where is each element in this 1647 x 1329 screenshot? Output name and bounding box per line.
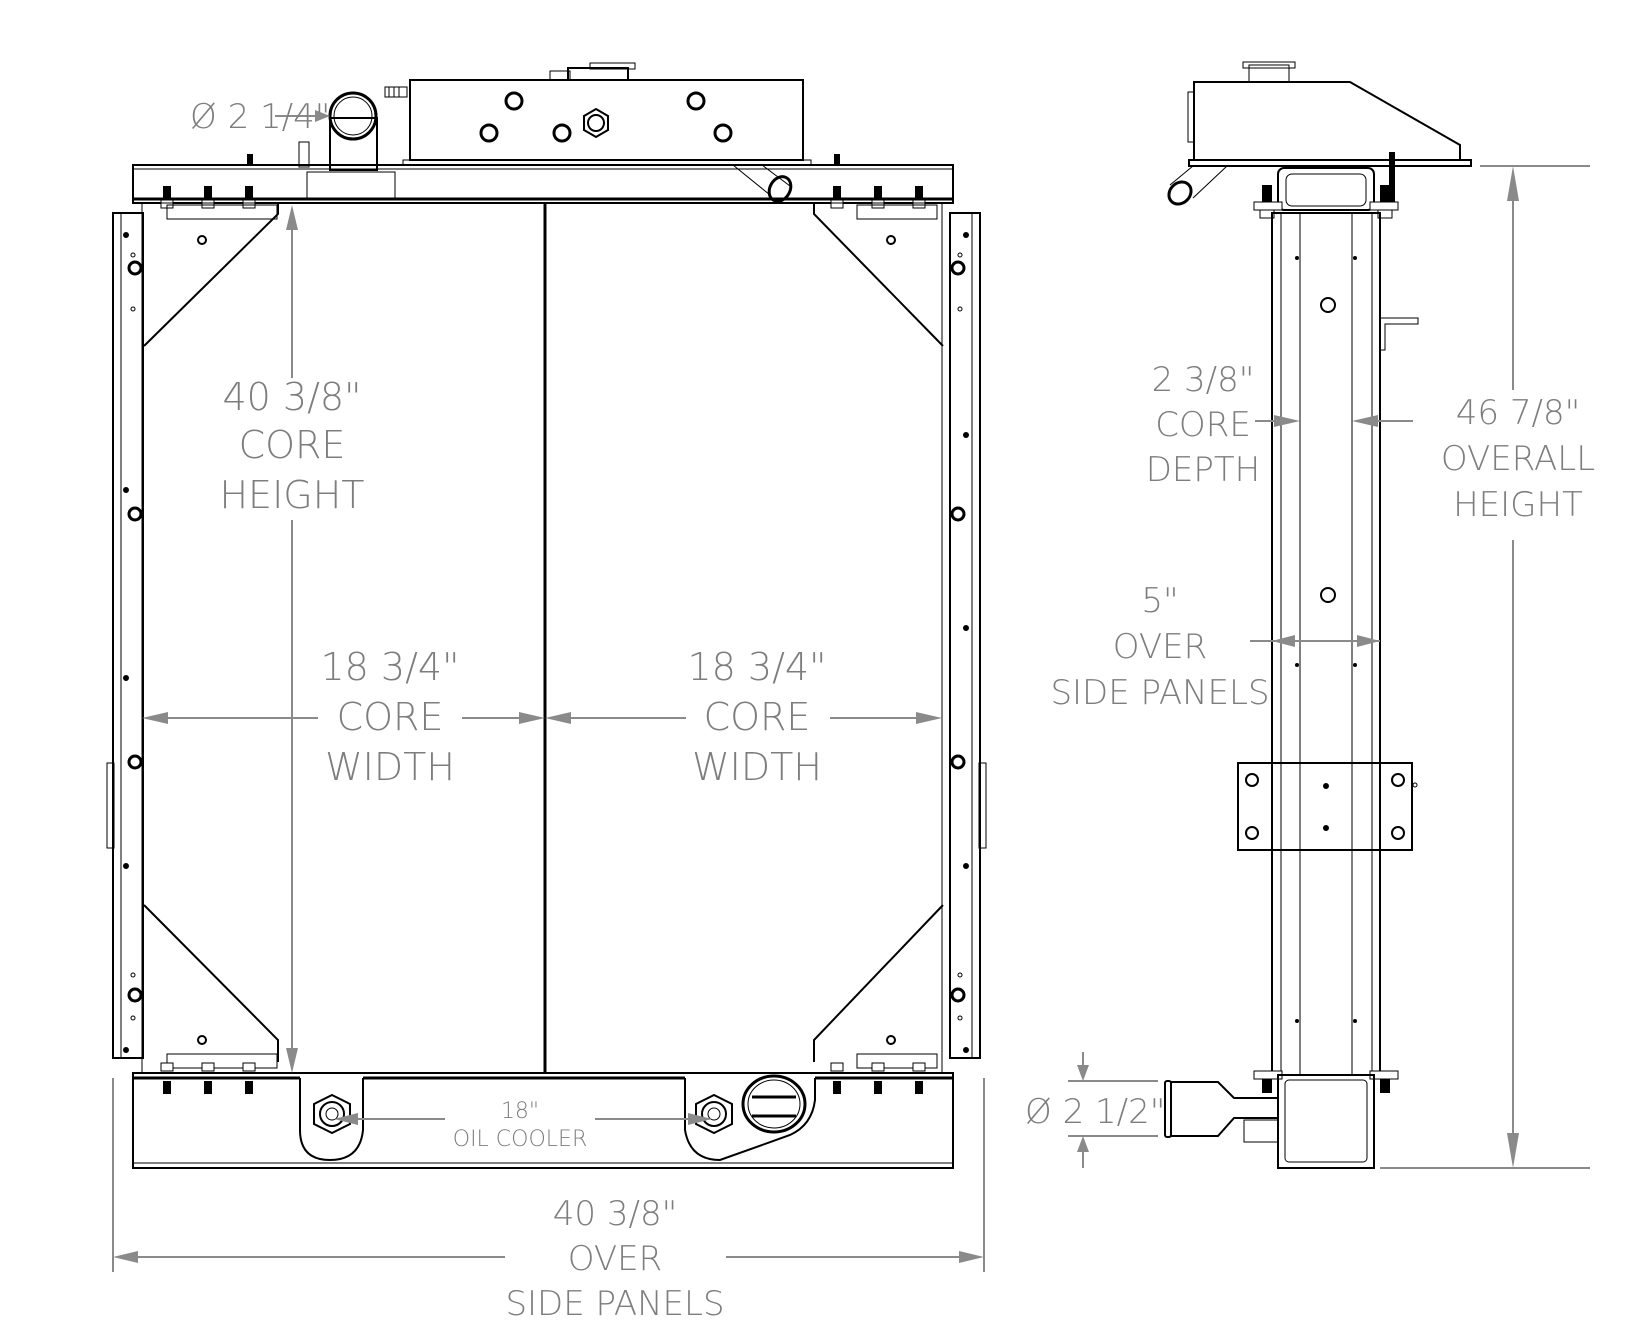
overall-height-dimension xyxy=(1380,165,1590,1169)
inlet-diameter-label: Ø 2 1/4" xyxy=(190,97,330,137)
core-depth-line2: DEPTH xyxy=(1146,450,1261,490)
core-height-line1: CORE xyxy=(239,423,346,467)
core-width-right-value: 18 3/4" xyxy=(687,645,826,689)
side-panels-width-dimension xyxy=(1250,635,1380,647)
core-height-value: 40 3/8" xyxy=(222,375,361,419)
top-tank xyxy=(132,154,954,204)
core-width-right-line1: CORE xyxy=(704,695,811,739)
side-view xyxy=(1068,61,1590,1169)
outlet-diameter-label: Ø 2 1/2" xyxy=(1025,1092,1165,1132)
overall-width-value: 40 3/8" xyxy=(553,1194,677,1234)
side-panels-width-line2: SIDE PANELS xyxy=(1050,673,1269,713)
front-view xyxy=(106,62,987,1272)
core-height-dimension xyxy=(286,205,298,1073)
oil-cooler-dimension xyxy=(334,1113,712,1125)
core-depth-value: 2 3/8" xyxy=(1152,360,1255,400)
core-depth-line1: CORE xyxy=(1155,405,1251,445)
left-side-panel xyxy=(106,212,144,1059)
overall-width-line2: SIDE PANELS xyxy=(505,1284,724,1324)
top-bolts xyxy=(160,186,926,209)
side-outlet-pipe xyxy=(1164,1080,1279,1143)
side-panels-width-value: 5" xyxy=(1141,581,1178,621)
side-top-tank xyxy=(1253,167,1399,219)
side-panels-width-line1: OVER xyxy=(1113,627,1208,667)
hex-plug-icon xyxy=(583,107,609,139)
overall-width-line1: OVER xyxy=(568,1239,663,1279)
dimension-labels: Ø 2 1/4" 40 3/8" CORE HEIGHT 18 3/4" COR… xyxy=(190,97,1595,1324)
bottom-bolts xyxy=(160,1062,926,1094)
overall-height-value: 46 7/8" xyxy=(1456,393,1580,433)
tank-mounting-holes xyxy=(479,91,733,143)
core-width-left-value: 18 3/4" xyxy=(320,645,459,689)
corner-gussets xyxy=(143,203,944,1069)
overall-width-dimension xyxy=(112,1078,985,1272)
core-width-left-line1: CORE xyxy=(337,695,444,739)
right-side-panel xyxy=(949,212,987,1059)
outlet-diameter-dimension xyxy=(1068,1052,1158,1168)
surge-tank xyxy=(384,62,812,166)
radiator-core xyxy=(141,202,943,1074)
oil-cooler-value: 18" xyxy=(501,1099,539,1124)
core-width-left-dimension xyxy=(142,712,545,724)
oil-cooler-fitting-left xyxy=(313,1093,351,1135)
overall-height-line2: HEIGHT xyxy=(1453,485,1583,525)
side-mounting-bracket xyxy=(1237,762,1418,851)
core-width-left-line2: WIDTH xyxy=(325,745,455,789)
oil-cooler-fitting-right xyxy=(695,1093,733,1135)
core-width-right-line2: WIDTH xyxy=(692,745,822,789)
side-core xyxy=(1271,212,1419,1076)
core-height-line2: HEIGHT xyxy=(219,473,364,517)
surge-tank-side xyxy=(1167,61,1472,206)
oil-cooler-label: OIL COOLER xyxy=(453,1127,588,1152)
outlet-port xyxy=(741,1074,807,1134)
bottom-tank xyxy=(132,1062,954,1169)
core-depth-dimension xyxy=(1255,415,1413,427)
overall-height-line1: OVERALL xyxy=(1441,439,1595,479)
side-bottom-tank xyxy=(1253,1070,1399,1169)
core-width-right-dimension xyxy=(545,712,942,724)
inlet-diameter-dimension xyxy=(275,110,330,122)
